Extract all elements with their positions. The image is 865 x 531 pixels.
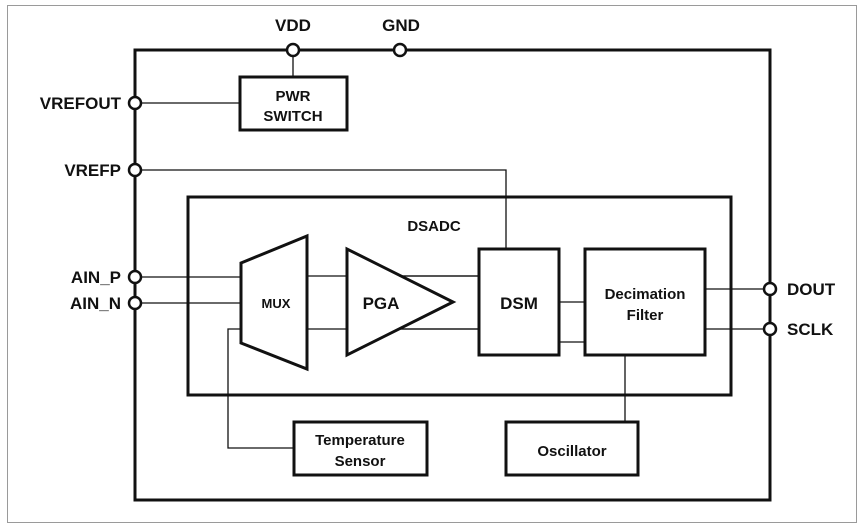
mux-label: MUX [262, 296, 291, 311]
pga-label: PGA [363, 294, 400, 313]
ain-p-label: AIN_P [71, 268, 121, 287]
ain-n-label: AIN_N [70, 294, 121, 313]
oscillator-label: Oscillator [537, 443, 606, 460]
temperature-sensor-label-line2: Sensor [335, 453, 386, 470]
temp-sensor-wire [227, 328, 294, 449]
vrefp-label: VREFP [64, 161, 121, 180]
vrefp-wire [135, 169, 507, 249]
sclk-pin [762, 321, 778, 337]
ain-p-pin [127, 269, 143, 285]
decimation-filter-label-line2: Filter [627, 307, 664, 324]
pwr-switch-block [238, 75, 349, 132]
mux-block [239, 233, 309, 372]
decimation-filter-block [583, 247, 707, 357]
gnd-label: GND [382, 16, 420, 35]
pwr-switch-label-line2: SWITCH [263, 108, 322, 125]
dsm-block [477, 247, 561, 357]
vdd-pin [285, 42, 301, 58]
oscillator-block [504, 420, 640, 477]
figure-frame [7, 5, 857, 523]
gnd-pin [392, 42, 408, 58]
dsadc-box [186, 195, 733, 397]
vdd-label: VDD [275, 16, 311, 35]
dsm-label: DSM [500, 294, 538, 313]
dout-pin [762, 281, 778, 297]
dsadc-label: DSADC [407, 218, 461, 235]
dout-label: DOUT [787, 280, 836, 299]
vrefp-pin [127, 162, 143, 178]
decimation-filter-label-line1: Decimation [605, 286, 686, 303]
temperature-sensor-label-line1: Temperature [315, 432, 405, 449]
pwr-switch-label-line1: PWR [276, 88, 311, 105]
temperature-sensor-block [292, 420, 429, 477]
vrefout-label: VREFOUT [40, 94, 122, 113]
sclk-label: SCLK [787, 320, 834, 339]
ain-n-pin [127, 295, 143, 311]
vrefout-pin [127, 95, 143, 111]
